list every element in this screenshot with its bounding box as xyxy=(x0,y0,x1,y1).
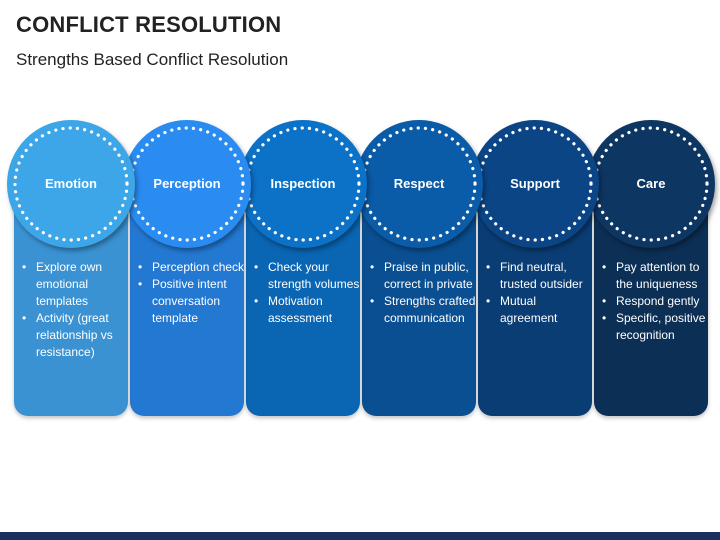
bullet-item: Specific, positive recognition xyxy=(600,310,710,344)
step-circle xyxy=(587,120,715,248)
step-column-support: SupportFind neutral, trusted outsiderMut… xyxy=(471,120,599,420)
bullet-item: Explore own emotional templates xyxy=(20,259,130,310)
bullet-item: Activity (great relationship vs resistan… xyxy=(20,310,130,361)
step-circle xyxy=(123,120,251,248)
step-label: Emotion xyxy=(45,176,97,191)
step-bullet-list: Check your strength volumesMotivation as… xyxy=(252,259,362,327)
step-label: Perception xyxy=(153,176,221,191)
step-column-emotion: EmotionExplore own emotional templatesAc… xyxy=(7,120,135,420)
step-column-inspection: InspectionCheck your strength volumesMot… xyxy=(239,120,367,420)
page-subtitle: Strengths Based Conflict Resolution xyxy=(16,50,289,69)
step-label: Support xyxy=(510,176,560,191)
step-bullet-list: Explore own emotional templatesActivity … xyxy=(20,259,130,361)
bullet-item: Praise in public, correct in private xyxy=(368,259,478,293)
step-label: Respect xyxy=(393,176,445,191)
step-bullet-list: Pay attention to the uniquenessRespond g… xyxy=(600,259,710,344)
bullet-item: Positive intent conversation template xyxy=(136,276,246,327)
page-title: CONFLICT RESOLUTION xyxy=(16,12,282,37)
bullet-item: Respond gently xyxy=(600,293,710,310)
step-circle xyxy=(471,120,599,248)
bullet-item: Perception check xyxy=(136,259,246,276)
bottom-accent-bar xyxy=(0,532,720,540)
bullet-item: Motivation assessment xyxy=(252,293,362,327)
step-circle xyxy=(239,120,367,248)
bullet-item: Mutual agreement xyxy=(484,293,594,327)
step-column-respect: RespectPraise in public, correct in priv… xyxy=(355,120,483,420)
step-bullet-list: Find neutral, trusted outsiderMutual agr… xyxy=(484,259,594,327)
step-bullet-list: Perception checkPositive intent conversa… xyxy=(136,259,246,327)
step-label: Inspection xyxy=(270,176,336,191)
step-column-care: CarePay attention to the uniquenessRespo… xyxy=(587,120,715,420)
step-label: Care xyxy=(636,176,666,191)
step-circle xyxy=(7,120,135,248)
bullet-item: Check your strength volumes xyxy=(252,259,362,293)
dotted-ring-icon xyxy=(13,126,129,242)
step-bullet-list: Praise in public, correct in privateStre… xyxy=(368,259,478,327)
bullet-item: Strengths crafted communication xyxy=(368,293,478,327)
step-circle xyxy=(355,120,483,248)
ring-dots xyxy=(13,126,129,242)
bullet-item: Find neutral, trusted outsider xyxy=(484,259,594,293)
bullet-item: Pay attention to the uniqueness xyxy=(600,259,710,293)
step-column-perception: PerceptionPerception checkPositive inten… xyxy=(123,120,251,420)
